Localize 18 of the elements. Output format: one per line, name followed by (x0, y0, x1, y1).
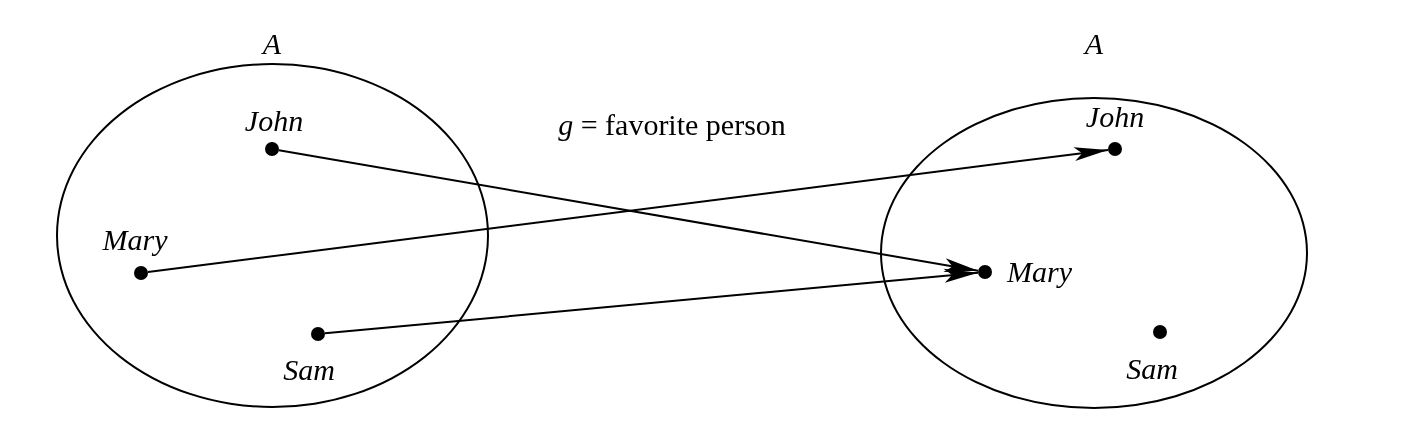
point-dot (978, 265, 992, 279)
arrow (277, 149, 980, 272)
point-dot (311, 327, 325, 341)
point-label: Sam (283, 355, 335, 385)
point-label: John (244, 106, 304, 136)
set-label: A (262, 29, 282, 59)
mapping-caption: g = favorite person (558, 110, 786, 140)
point-dot (1153, 325, 1167, 339)
point-dot (265, 142, 279, 156)
arrow (146, 147, 1110, 274)
set-label: A (1084, 29, 1104, 59)
point-dot (134, 266, 148, 280)
point-label: Mary (1007, 257, 1072, 287)
point-dot (1108, 142, 1122, 156)
point-label: John (1085, 102, 1145, 132)
point-label: Mary (102, 225, 168, 255)
arrow (323, 268, 980, 335)
point-label: Sam (1126, 354, 1178, 384)
